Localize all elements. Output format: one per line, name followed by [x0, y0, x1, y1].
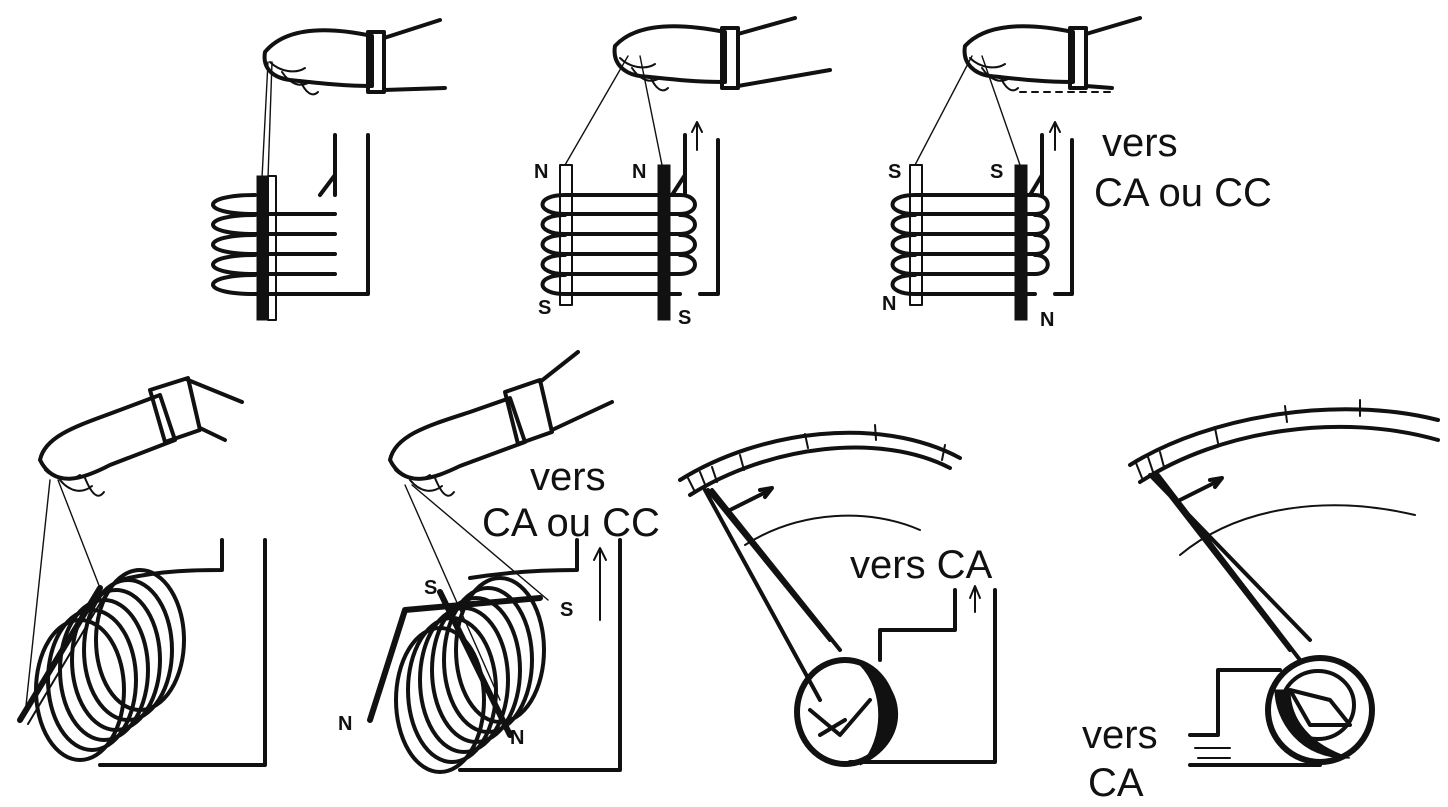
- meter-coil: [1188, 655, 1375, 767]
- label-vers: vers: [530, 455, 606, 499]
- label-vers: vers: [1102, 121, 1178, 165]
- label-ca-ou-cc: CA ou CC: [1094, 171, 1272, 215]
- label-ca-ou-cc: CA ou CC: [482, 501, 660, 545]
- pole-label-n: N: [1040, 309, 1054, 331]
- coil: [211, 133, 370, 296]
- coil: [540, 121, 720, 296]
- pole-label-s: S: [990, 161, 1003, 183]
- pole-label-s: S: [560, 599, 573, 621]
- rod-right: [267, 175, 277, 321]
- panel-2-coil-repelled: N N S S: [534, 16, 832, 329]
- pole-label-s: S: [678, 307, 691, 329]
- pointer: [1148, 473, 1312, 662]
- panel-4-inclined-coil: [17, 376, 267, 767]
- panel-7-meter-deflected: vers CA: [1082, 399, 1440, 805]
- coil: [394, 538, 622, 774]
- hand-icon: [388, 350, 614, 497]
- pole-label-n: N: [338, 713, 352, 735]
- rod-left: [909, 164, 923, 306]
- threads: [564, 55, 663, 166]
- pole-label-n: N: [632, 161, 646, 183]
- pole-label-n: N: [534, 161, 548, 183]
- meter-coil: [794, 585, 997, 767]
- threads: [914, 55, 1021, 166]
- pole-label-s: S: [538, 297, 551, 319]
- hand-icon: [962, 16, 1142, 93]
- iron-rods: [559, 164, 671, 321]
- pole-labels: S S N N: [882, 161, 1054, 331]
- hand-icon: [262, 18, 447, 96]
- pole-label-s: S: [424, 577, 437, 599]
- iron-rods: [17, 585, 109, 725]
- panel-5-inclined-coil-repelled: S S N N vers CA ou CC: [338, 350, 660, 774]
- coil: [890, 121, 1074, 296]
- iron-rods: [367, 589, 543, 738]
- iron-rods: [909, 164, 1028, 321]
- pointer: [703, 488, 842, 702]
- iron-rods: [256, 175, 277, 321]
- hand-icon: [612, 16, 832, 92]
- panel-6-meter: vers CA: [678, 424, 997, 767]
- panel-1-coil-unmagnetized: [211, 18, 447, 321]
- rod-left: [256, 175, 268, 321]
- pole-label-s: S: [888, 161, 901, 183]
- pole-labels: S S N N: [338, 577, 573, 749]
- pole-label-n: N: [882, 293, 896, 315]
- rod-right: [1014, 164, 1028, 321]
- threads: [24, 479, 101, 716]
- scale-arc: [1128, 399, 1440, 556]
- label-vers-ca: vers CA: [850, 543, 993, 587]
- label-vers: vers: [1082, 713, 1158, 757]
- threads: [261, 61, 273, 179]
- hand-icon: [38, 376, 244, 497]
- rod-left: [559, 164, 573, 306]
- rod-right: [657, 164, 671, 321]
- scale-arc: [678, 424, 962, 546]
- pole-labels: N N S S: [534, 161, 691, 329]
- threads: [404, 484, 549, 701]
- panel-3-coil-repelled: S S N N vers CA ou CC: [882, 16, 1272, 331]
- label-ca: CA: [1088, 761, 1144, 805]
- pole-label-n: N: [510, 727, 524, 749]
